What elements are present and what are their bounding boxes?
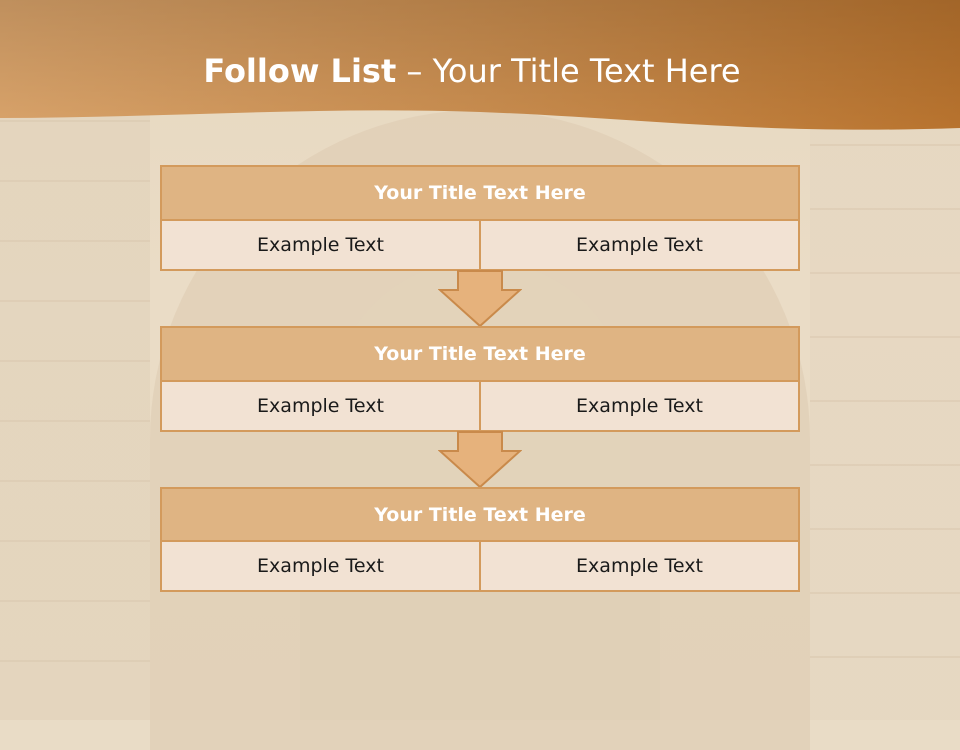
- down-arrow-icon: [438, 270, 522, 328]
- block-title: Your Title Text Here: [160, 165, 800, 221]
- block-title: Your Title Text Here: [160, 487, 800, 542]
- block-row: Example Text Example Text: [160, 542, 800, 592]
- block-cell-right: Example Text: [479, 542, 800, 592]
- slide-title: Follow List – Your Title Text Here: [0, 52, 944, 90]
- block-title: Your Title Text Here: [160, 326, 800, 382]
- list-block-2: Your Title Text Here Example Text Exampl…: [160, 326, 800, 432]
- down-arrow-icon: [438, 431, 522, 489]
- block-cell-left: Example Text: [160, 221, 479, 271]
- block-cell-left: Example Text: [160, 382, 479, 432]
- block-cell-right: Example Text: [479, 382, 800, 432]
- slide-title-rest: – Your Title Text Here: [396, 52, 741, 90]
- block-cell-left: Example Text: [160, 542, 479, 592]
- block-cell-right: Example Text: [479, 221, 800, 271]
- block-row: Example Text Example Text: [160, 221, 800, 271]
- slide-title-bold: Follow List: [203, 52, 397, 90]
- block-row: Example Text Example Text: [160, 382, 800, 432]
- background-wall-right: [810, 110, 960, 720]
- header-wave: [0, 0, 960, 130]
- header-band: Follow List – Your Title Text Here: [0, 0, 960, 135]
- list-block-1: Your Title Text Here Example Text Exampl…: [160, 165, 800, 271]
- background-wall-left: [0, 110, 150, 720]
- list-block-3: Your Title Text Here Example Text Exampl…: [160, 487, 800, 592]
